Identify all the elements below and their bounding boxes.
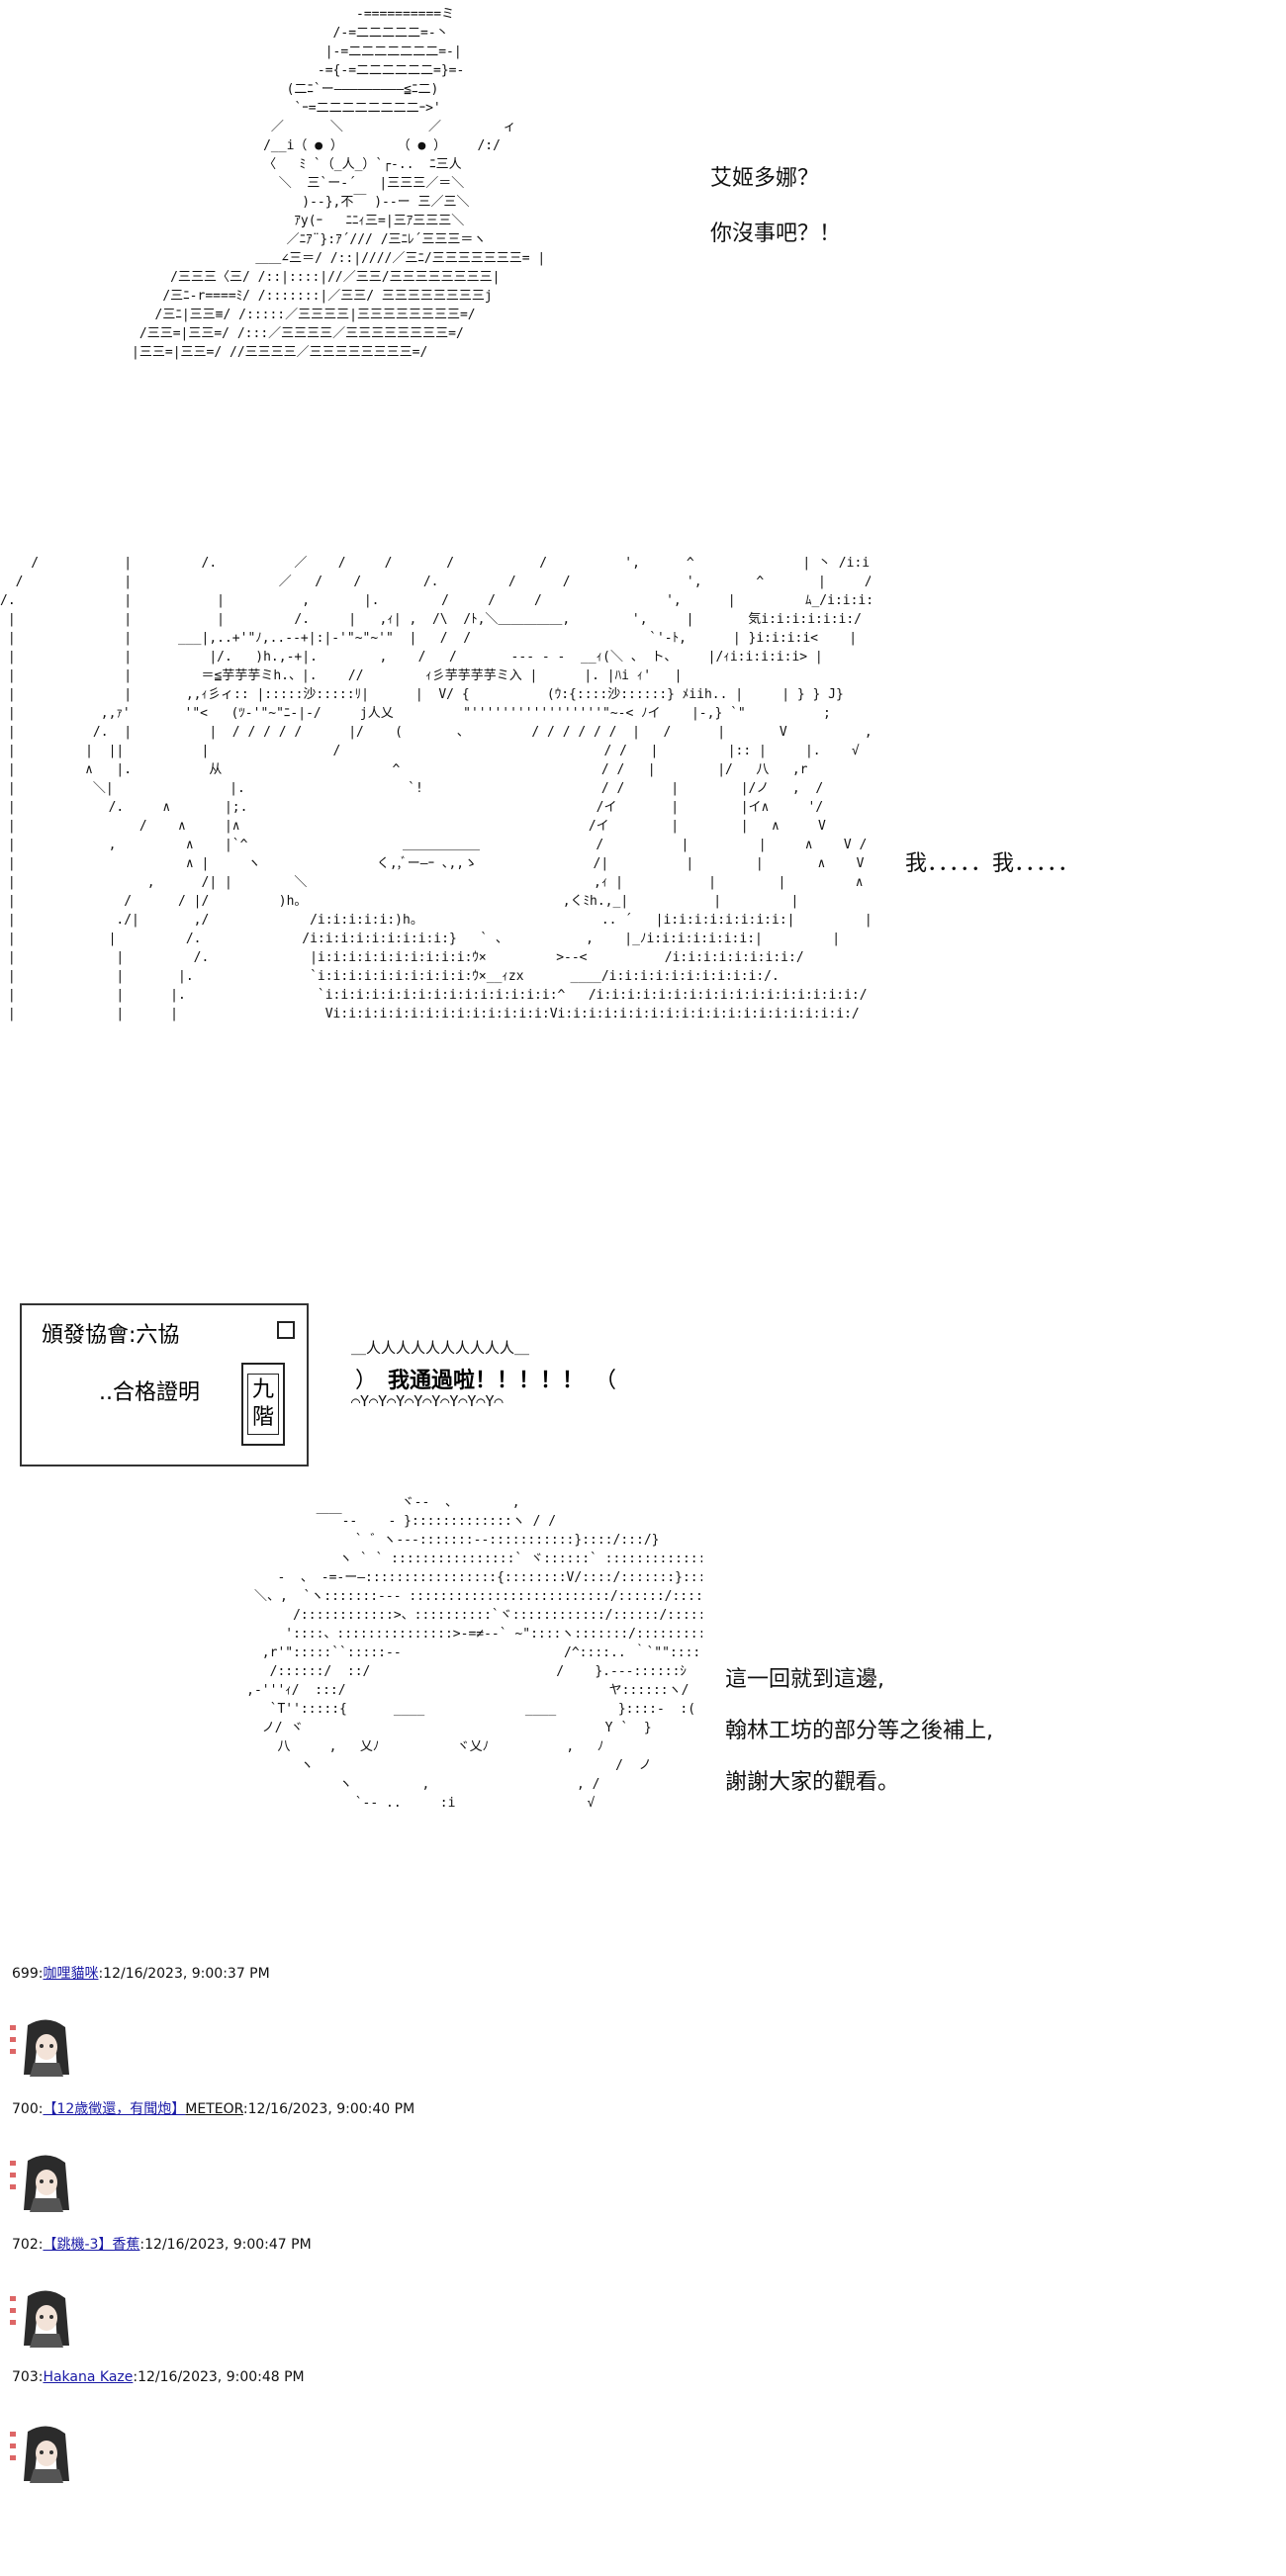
post-header: 699:咖哩貓咪:12/16/2023, 9:00:37 PM [12,1966,270,1982]
post-number: 703 [12,2369,39,2385]
post-header: 703:Hakana Kaze:12/16/2023, 9:00:48 PM [12,2369,305,2385]
avatar [10,2155,69,2212]
certificate-seal: 九 階 [241,1363,285,1446]
certificate-header: 頒發協會:六協 [42,1323,180,1348]
post-header: 702:【跳機-3】香蕉:12/16/2023, 9:00:47 PM [12,2237,312,2253]
post-author-link[interactable]: 【跳機-3】香蕉 [43,2237,140,2253]
bubble-bracket: （ [584,1369,617,1393]
post-number: 702 [12,2237,39,2253]
post-author-link[interactable]: Hakana Kaze [43,2369,134,2385]
post-date: :12/16/2023, 9:00:47 PM [139,2237,312,2253]
post-header: 700:【12歳徵還，有聞炮】METEOR:12/16/2023, 9:00:4… [12,2101,415,2117]
post-date: :12/16/2023, 9:00:48 PM [133,2369,305,2385]
post-author-link[interactable]: 【12歳徵還，有聞炮】 [43,2101,186,2117]
speech-line: 艾姬多娜？ [710,166,820,191]
shout-bubble: ＿人人人人人人人人人人＿ ） 我通過啦！！！！！ （ ⌒Y⌒Y⌒Y⌒Y⌒Y⌒Y⌒… [351,1337,648,1426]
post-trip-link[interactable]: METEOR [185,2101,243,2117]
post-number: 700 [12,2101,39,2117]
speech-line: 翰林工坊的部分等之後補上, [725,1719,993,1743]
seal-inner: 九 階 [246,1374,279,1435]
bubble-shout: 我通過啦！！！！！ [388,1369,585,1393]
ascii-art-messy-hair-character: ヾ‐- 、 , ￣￣‐- ‐ }:::::::::::::ヽ / / ` ゛ヽ‐… [246,1495,702,1811]
bubble-bottom-edge: ⌒Y⌒Y⌒Y⌒Y⌒Y⌒Y⌒Y⌒Y⌒ [351,1392,504,1410]
bubble-text: ） 我通過啦！！！！！ （ [355,1363,616,1394]
ascii-art-hat-character: -==========ミ /-=二二二二二=-丶 |-=二二二二二二二=-| -… [132,7,546,360]
speech-line: 你沒事吧？！ [710,222,842,246]
checkbox-square-icon [277,1321,295,1339]
post-author-link[interactable]: 咖哩貓咪 [43,1966,99,1982]
speech-line: 謝謝大家的觀看。 [725,1770,900,1795]
seal-line: 階 [251,1405,274,1430]
post-date: :12/16/2023, 9:00:40 PM [242,2101,415,2117]
certificate-body: ..合格證明 [99,1380,200,1405]
post-date: :12/16/2023, 9:00:37 PM [98,1966,270,1982]
seal-line: 九 [251,1377,274,1402]
speech-line: 我．．．．．我．．．．． [905,851,1080,876]
avatar [10,2290,69,2348]
post-number: 699 [12,1966,39,1982]
speech-line: 這一回就到這邊, [725,1667,884,1692]
bubble-top-edge: ＿人人人人人人人人人人＿ [351,1339,530,1357]
ascii-art-face-closeup: / | /. ／ / / / / ', ^ | 丶 /i:i:i:i:i/\ /… [0,556,871,1022]
avatar [10,2426,69,2483]
certificate-frame: 頒發協會:六協 ..合格證明 九 階 [20,1303,309,1466]
avatar [10,2019,69,2077]
bubble-bracket: ） [355,1369,389,1393]
